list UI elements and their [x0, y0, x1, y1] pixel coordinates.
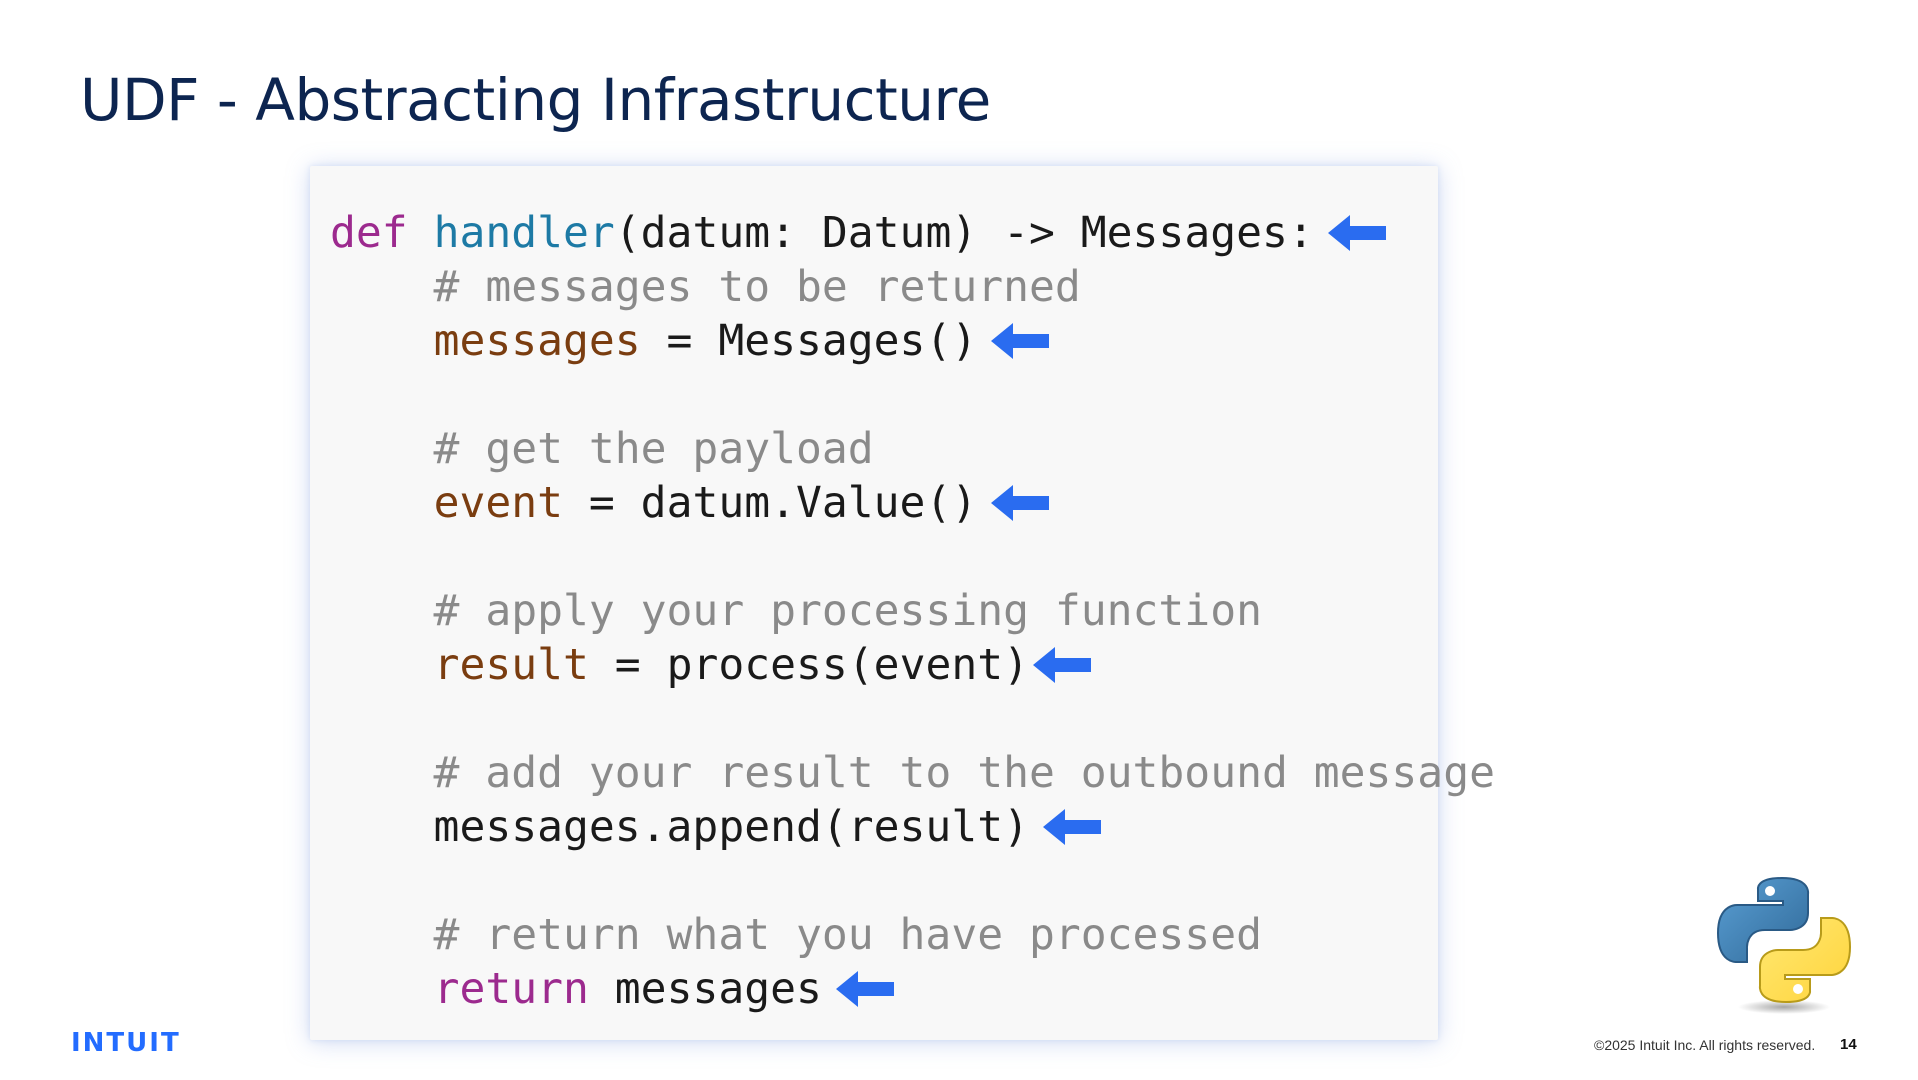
left-arrow-icon	[1042, 809, 1101, 845]
python-logo-icon	[1716, 876, 1852, 1014]
append-statement: messages.append(result)	[330, 802, 1029, 852]
page-number: 14	[1840, 1036, 1857, 1053]
assignment: = process(event)	[588, 640, 1030, 690]
keyword-return: return	[433, 964, 589, 1014]
return-value: messages	[588, 964, 822, 1014]
variable-result: result	[433, 640, 589, 690]
code-line-append: messages.append(result)	[330, 800, 1101, 854]
code-line-def: def handler(datum: Datum) -> Messages:	[330, 206, 1386, 260]
code-line-event: event = datum.Value()	[330, 476, 1050, 530]
variable-event: event	[433, 478, 564, 528]
assignment: = datum.Value()	[563, 478, 978, 528]
code-comment: # add your result to the outbound messag…	[330, 748, 1495, 798]
code-comment: # apply your processing function	[330, 586, 1262, 636]
left-arrow-icon	[1327, 215, 1386, 251]
code-line-return: return messages	[330, 962, 894, 1016]
code-line-result: result = process(event)	[330, 638, 1092, 692]
left-arrow-icon	[991, 323, 1050, 359]
code-line-messages: messages = Messages()	[330, 314, 1050, 368]
copyright-text: ©2025 Intuit Inc. All rights reserved.	[1594, 1037, 1816, 1053]
signature: (datum: Datum) -> Messages:	[614, 208, 1314, 258]
keyword-def: def	[330, 208, 408, 258]
code-comment: # messages to be returned	[330, 262, 1081, 312]
code-comment: # get the payload	[330, 424, 874, 474]
function-name: handler	[433, 208, 615, 258]
code-comment: # return what you have processed	[330, 910, 1262, 960]
variable-messages: messages	[433, 316, 641, 366]
left-arrow-icon	[1033, 647, 1092, 683]
code-panel: def handler(datum: Datum) -> Messages: #…	[310, 166, 1495, 1040]
left-arrow-icon	[835, 971, 894, 1007]
assignment: = Messages()	[640, 316, 978, 366]
slide-title: UDF - Abstracting Infrastructure	[80, 66, 991, 134]
intuit-logo: INTUIT	[71, 1028, 181, 1058]
left-arrow-icon	[991, 485, 1050, 521]
